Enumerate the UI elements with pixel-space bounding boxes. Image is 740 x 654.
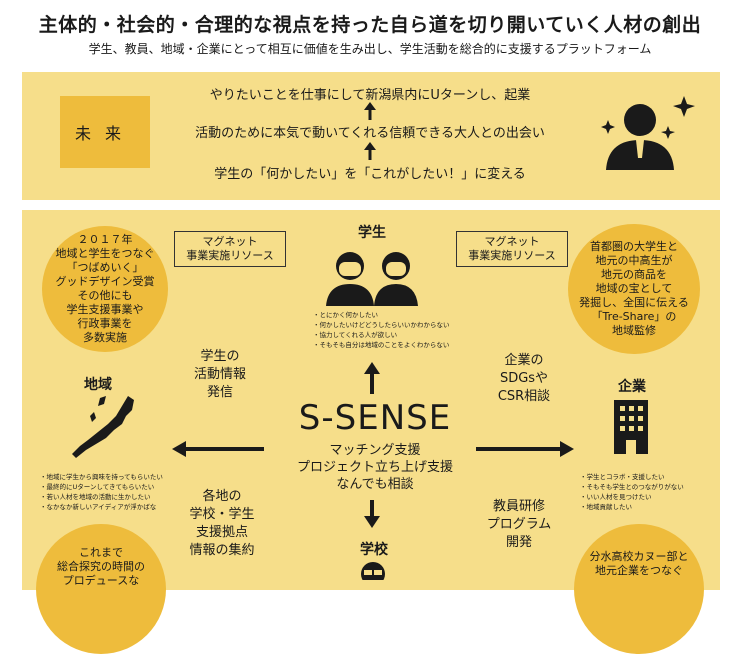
- center-sub-line: マッチング支援: [329, 443, 421, 458]
- circle-line: グッドデザイン受賞: [55, 275, 155, 288]
- circle-line: 「Tre-Share」の: [591, 310, 677, 323]
- students-note: ・協力してくれる人が欲しい: [313, 331, 398, 339]
- teacher-icon: [361, 562, 385, 580]
- future-up-arrows: [364, 102, 376, 160]
- circle-line: 分水高校カヌー部と: [589, 550, 689, 563]
- page-title: 主体的・社会的・合理的な視点を持った自ら道を切り開いていく人材の創出: [38, 14, 702, 36]
- circle-line: 行政事業を: [77, 317, 133, 330]
- future-line-1: やりたいことを仕事にして新潟県内にUターンし、起業: [209, 88, 531, 103]
- company-notes: ・学生とコラボ・支援したい ・そもそも学生とのつながりがない ・いい人材を見つけ…: [580, 472, 720, 512]
- students-note: ・そもそも自分は地域のことをよくわからない: [313, 341, 450, 349]
- center-sub-line: プロジェクト立ち上げ支援: [296, 460, 453, 475]
- flow-arrows: [172, 362, 574, 528]
- circle-company-achievements: 首都圏の大学生と 地元の中高生が 地元の商品を 地域の宝として 発掘し、全国に伝…: [568, 224, 700, 354]
- circle-line: 首都圏の大学生と: [590, 240, 678, 253]
- circle-line: 地域の宝として: [595, 282, 673, 295]
- company-note: ・いい人材を見つけたい: [580, 493, 652, 501]
- magnet-line: 事業実施リソース: [186, 249, 274, 262]
- region-note: ・地域に学生から興味を持ってもらいたい: [40, 473, 163, 481]
- flow-line: 学校・学生: [189, 507, 255, 522]
- circle-region-achievements: ２０１７年 地域と学生をつなぐ 「つばめいく」 グッドデザイン受賞 その他にも …: [42, 226, 168, 352]
- center-subtitle: マッチング支援 プロジェクト立ち上げ支援 なんでも相談: [260, 442, 490, 493]
- company-label: 企業: [618, 379, 646, 395]
- flow-line: 支援拠点: [195, 525, 248, 540]
- magnet-box-right: マグネット 事業実施リソース: [456, 231, 568, 267]
- circle-line: 多数実施: [83, 331, 127, 344]
- circle-line: 総合探究の時間の: [57, 560, 145, 573]
- students-note: ・とにかく何かしたい: [313, 311, 378, 319]
- circle-line: ２０１７年: [77, 233, 133, 246]
- flow-line: 情報の集約: [189, 543, 255, 558]
- magnet-box-left: マグネット 事業実施リソース: [174, 231, 286, 267]
- flow-student-activity: 学生の 活動情報 発信: [180, 348, 260, 402]
- students-label: 学生: [358, 225, 386, 241]
- center-sub-line: なんでも相談: [336, 477, 414, 492]
- flow-teacher-training: 教員研修 プログラム 開発: [474, 498, 564, 552]
- region-note: ・若い人材を地域の活動に生かしたい: [40, 493, 151, 501]
- center-title: S-SENSE: [298, 398, 452, 438]
- magnet-line: 事業実施リソース: [468, 249, 556, 262]
- circle-line: 学生支援事業や: [66, 303, 144, 316]
- region-label: 地域: [84, 377, 112, 393]
- future-line-2: 活動のために本気で動いてくれる信頼できる大人との出会い: [195, 126, 545, 141]
- flow-line: 教員研修: [492, 499, 545, 514]
- flow-line: 各地の: [202, 489, 242, 504]
- flow-line: 活動情報: [193, 367, 246, 382]
- niigata-map-icon: [72, 396, 134, 458]
- circle-line: 「つばめいく」: [66, 261, 144, 274]
- school-label: 学校: [360, 542, 388, 558]
- flow-line: SDGsや: [499, 371, 549, 386]
- circle-line: 発掘し、全国に伝える: [579, 296, 689, 309]
- circle-line: 地域監修: [612, 324, 656, 337]
- company-note: ・地域貢献したい: [580, 503, 632, 511]
- magnet-line: マグネット: [202, 235, 258, 248]
- circle-line: これまで: [79, 546, 123, 559]
- businessman-icon: [601, 96, 695, 170]
- company-note: ・学生とコラボ・支援したい: [580, 473, 665, 481]
- flow-school-info: 各地の 学校・学生 支援拠点 情報の集約: [174, 488, 270, 560]
- region-note: ・なかなか新しいアイディアが浮かばな: [40, 503, 157, 511]
- flow-line: 学生の: [200, 349, 240, 364]
- students-icon: [326, 252, 418, 306]
- circle-line: 地元の商品を: [601, 268, 667, 281]
- region-note: ・最終的にUターンしてきてもらいたい: [40, 483, 155, 491]
- flow-line: 発信: [206, 385, 233, 400]
- flow-line: 企業の: [504, 353, 544, 368]
- circle-line: 地元企業をつなぐ: [595, 564, 683, 577]
- future-label-box: 未来: [60, 96, 150, 168]
- company-note: ・そもそも学生とのつながりがない: [580, 483, 684, 491]
- flow-sdgs: 企業の SDGsや CSR相談: [484, 352, 564, 406]
- future-line-3: 学生の「何かしたい」を「これがしたい！」に変える: [214, 167, 526, 182]
- flow-line: プログラム: [486, 517, 552, 532]
- flow-line: 開発: [505, 535, 532, 550]
- page-subtitle: 学生、教員、地域・企業にとって相互に価値を生み出し、学生活動を総合的に支援するプ…: [88, 42, 652, 56]
- magnet-line: マグネット: [484, 235, 540, 248]
- circle-line: その他にも: [77, 289, 133, 302]
- circle-line: 地域と学生をつなぐ: [55, 247, 155, 260]
- students-notes: ・とにかく何かしたい ・何かしたいけどどうしたらいいかわからない ・協力してくれ…: [313, 310, 483, 350]
- region-notes: ・地域に学生から興味を持ってもらいたい ・最終的にUターンしてきてもらいたい ・…: [40, 472, 190, 512]
- building-icon: [614, 400, 648, 454]
- flow-line: CSR相談: [497, 389, 551, 404]
- students-note: ・何かしたいけどどうしたらいいかわからない: [313, 321, 450, 329]
- circle-line: 地元の中高生が: [595, 254, 673, 267]
